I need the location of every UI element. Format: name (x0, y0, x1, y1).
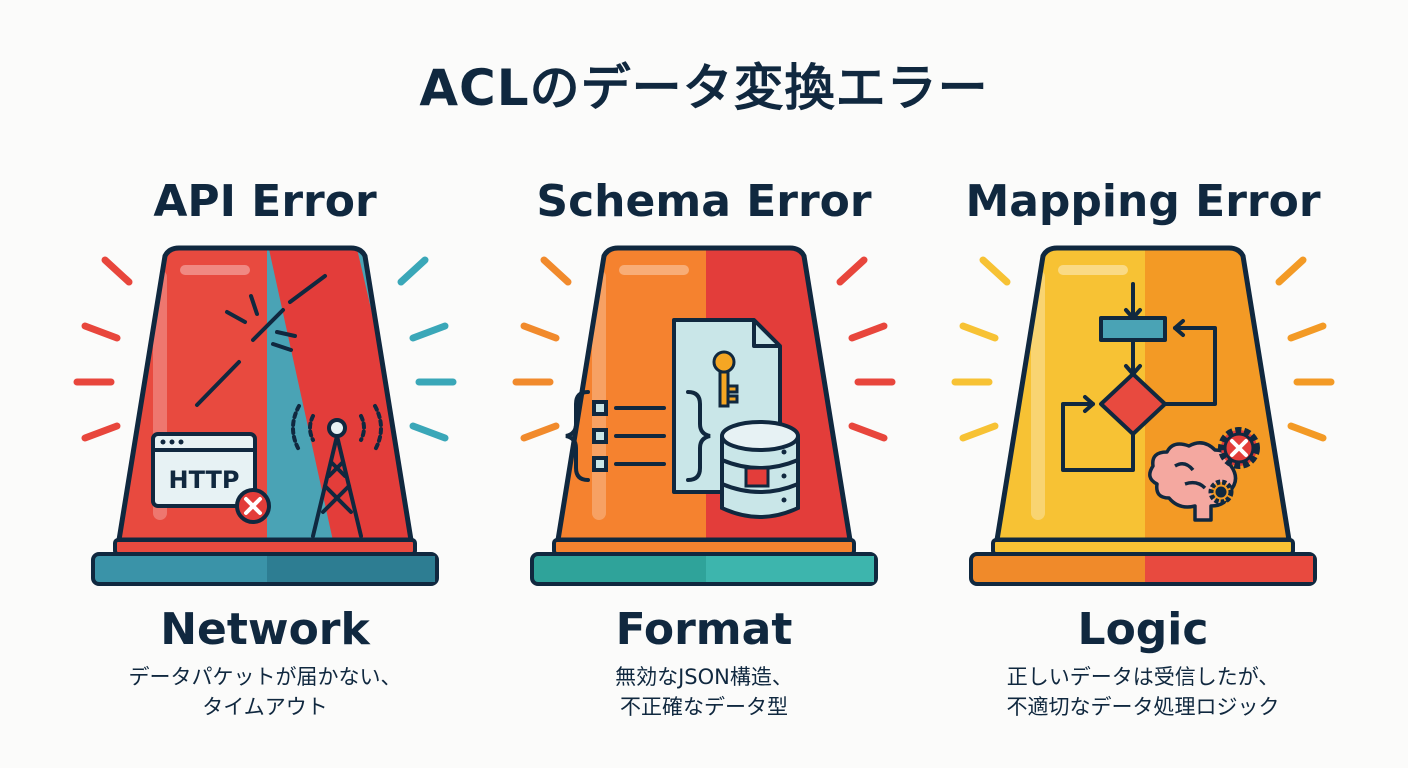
schema-error-beacon (512, 245, 896, 586)
error-x-icon (1230, 439, 1248, 457)
alarm-rays (951, 256, 1335, 442)
alarm-rays (512, 256, 896, 442)
mapping-error-card: Mapping Error (923, 168, 1363, 748)
signal-tower-icon (291, 404, 383, 538)
mapping-error-heading: Mapping Error (965, 176, 1321, 227)
api-error-description: データパケットが届かない、 タイムアウト (128, 665, 402, 719)
browser-window-icon: HTTP (151, 432, 257, 508)
logic-label: Logic (1077, 604, 1209, 655)
broken-cable-icon (195, 274, 327, 407)
schema-error-card: Schema Error (484, 168, 924, 748)
api-error-card: API Error (45, 168, 485, 748)
beacon-base (530, 538, 878, 586)
api-error-beacon: HTTP (73, 245, 457, 586)
schema-error-description: 無効なJSON構造、 不正確なデータ型 (615, 665, 793, 719)
http-label: HTTP (169, 466, 240, 494)
flowchart-icon (1061, 282, 1217, 472)
beacon-base (969, 538, 1317, 586)
format-label: Format (615, 604, 793, 655)
database-icon (720, 420, 800, 519)
beacon-base (91, 538, 439, 586)
curly-braces-icon (565, 390, 711, 482)
error-x-icon (235, 488, 271, 524)
network-label: Network (160, 604, 370, 655)
brain-icon (1148, 441, 1238, 522)
mapping-error-description: 正しいデータは受信したが、 不適切なデータ処理ロジック (1006, 665, 1280, 719)
page-title: ACLのデータ変換エラー (419, 59, 989, 117)
mapping-error-beacon (951, 245, 1335, 586)
alarm-rays (73, 256, 457, 442)
key-icon (712, 350, 739, 408)
schema-error-heading: Schema Error (536, 176, 872, 227)
api-error-heading: API Error (153, 176, 377, 227)
